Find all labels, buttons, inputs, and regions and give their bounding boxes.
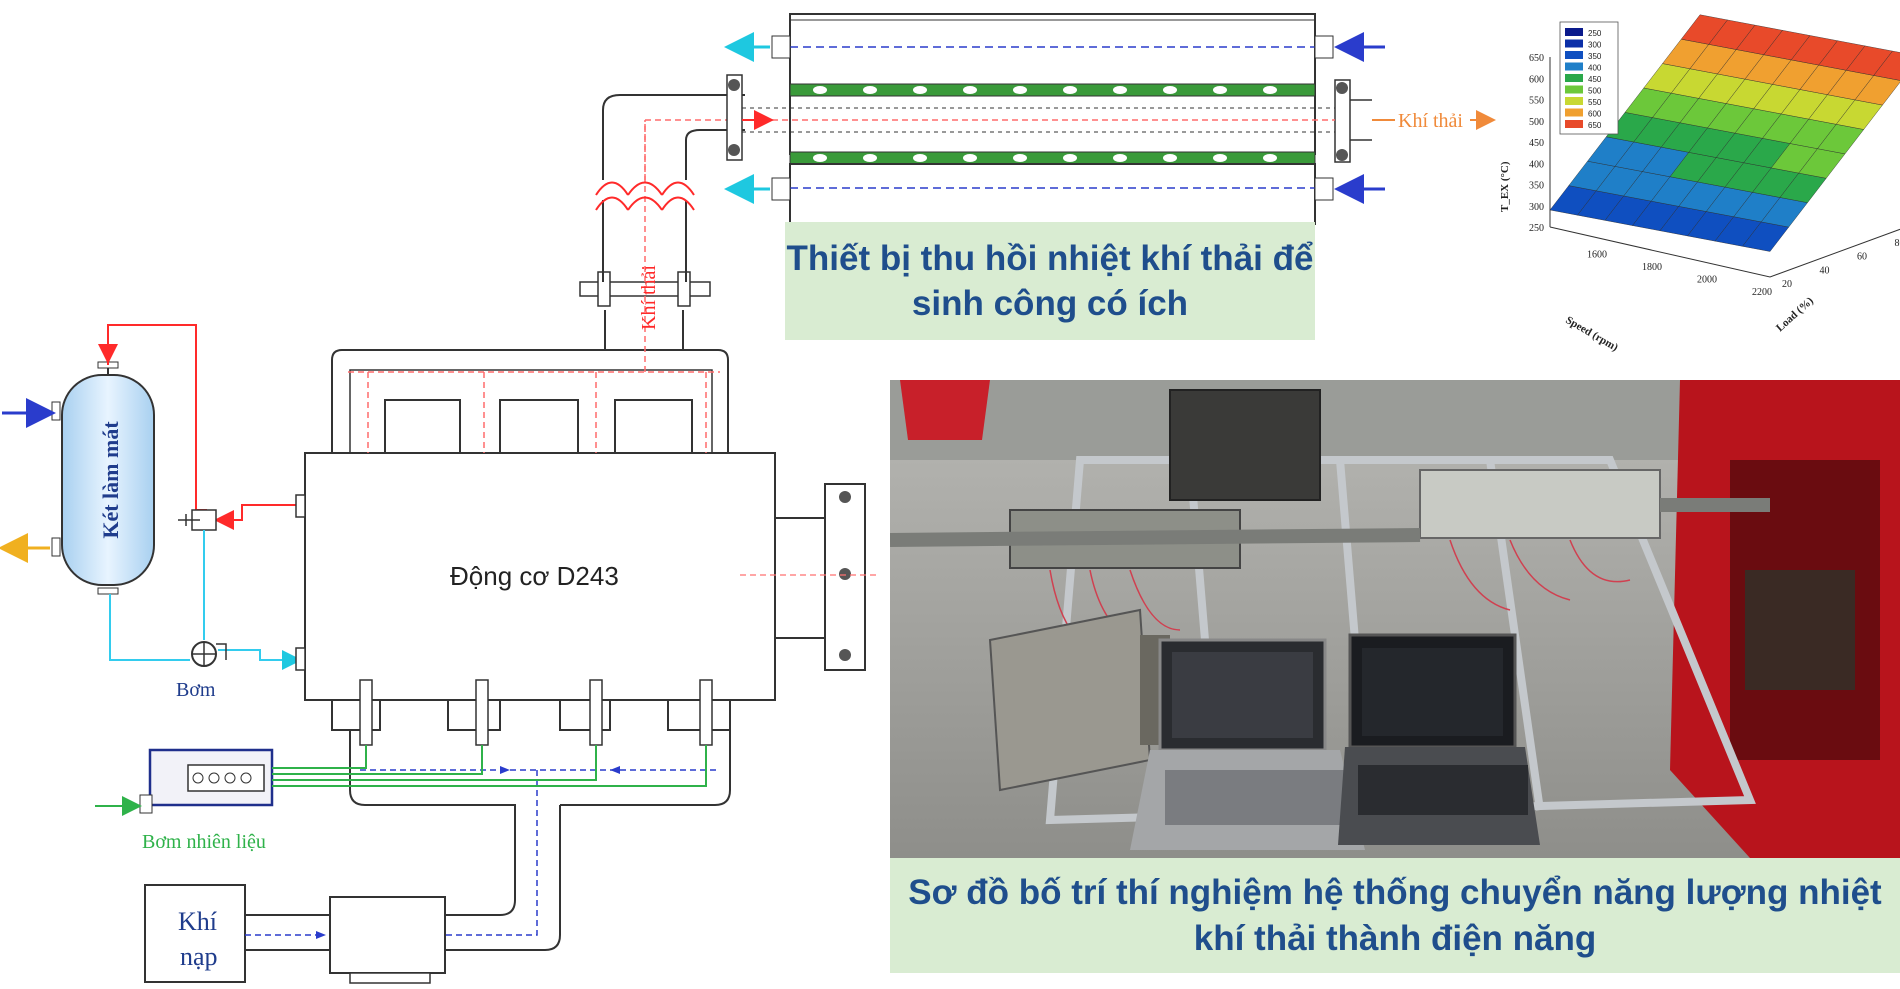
z-tick-label: 400 <box>1529 159 1544 170</box>
surface-mesh <box>1549 14 1900 278</box>
fuel-injectors <box>359 679 713 746</box>
legend-swatch <box>1565 39 1583 48</box>
heat-recovery-caption: Thiết bị thu hồi nhiệt khí thải để sinh … <box>785 222 1315 340</box>
y-axis-ticks: 20406080100 <box>1782 238 1900 290</box>
x-axis-ticks: 1600 1800 2000 2200 <box>1587 250 1772 299</box>
y-axis-label: Load (%) <box>1774 295 1816 335</box>
chart-legend: 250 300 350 400 450 500 550 600 650 <box>1559 21 1619 135</box>
legend-swatch <box>1565 28 1583 36</box>
legend-label: 650 <box>1588 121 1602 130</box>
legend-swatch <box>1565 85 1583 94</box>
exhaust-vertical-label: Khí thải <box>638 265 660 330</box>
surface-cell <box>1854 75 1900 106</box>
legend-swatch <box>1565 120 1583 128</box>
z-tick-label: 350 <box>1529 181 1544 192</box>
x-tick-label: 1600 <box>1587 250 1607 261</box>
z-tick-label: 500 <box>1529 117 1544 128</box>
x-tick-label: 2000 <box>1697 275 1717 286</box>
z-axis-ticks: 250 300 350 400 450 500 550 600 650 <box>1529 53 1544 234</box>
legend-label: 350 <box>1588 52 1602 61</box>
legend-label: 550 <box>1588 98 1602 107</box>
legend-label: 300 <box>1588 41 1602 50</box>
fuel-pump-label: Bơm nhiên liệu <box>142 831 266 853</box>
fuel-pump <box>139 748 274 814</box>
legend-swatch <box>1565 51 1583 59</box>
x-tick-label: 2200 <box>1752 287 1772 298</box>
experiment-caption: Sơ đồ bố trí thí nghiệm hệ thống chuyển … <box>890 858 1900 973</box>
z-tick-label: 450 <box>1529 138 1544 149</box>
intake-label-line2: nạp <box>180 942 218 971</box>
legend-label: 450 <box>1588 75 1602 84</box>
axis-line <box>1549 226 1900 278</box>
z-tick-label: 650 <box>1529 53 1544 64</box>
experiment-photo <box>890 380 1900 858</box>
legend-label: 400 <box>1588 64 1602 73</box>
legend-swatch <box>1565 108 1583 117</box>
legend-label: 600 <box>1588 110 1602 119</box>
coolant-cold-line <box>109 594 190 661</box>
radiator-label: Két làm mát <box>98 421 123 539</box>
intake-manifold <box>331 700 731 951</box>
z-tick-label: 600 <box>1529 74 1544 85</box>
radiator: Két làm mát <box>51 361 155 595</box>
y-tick-label: 20 <box>1782 279 1792 290</box>
pump-label: Bơm <box>176 679 216 701</box>
z-tick-label: 250 <box>1529 223 1544 234</box>
experiment-caption-text: Sơ đồ bố trí thí nghiệm hệ thống chuyển … <box>908 873 1882 958</box>
x-axis-label: Speed (rpm) <box>1564 314 1621 354</box>
y-tick-label: 80 <box>1895 238 1900 249</box>
engine <box>295 452 880 701</box>
x-tick-label: 1800 <box>1642 262 1662 273</box>
heat-recovery-caption-text: Thiết bị thu hồi nhiệt khí thải để sinh … <box>786 238 1314 324</box>
legend-swatch <box>1565 62 1583 71</box>
intake-label-line1: Khí <box>178 907 217 936</box>
z-tick-label: 300 <box>1529 202 1544 213</box>
y-tick-label: 40 <box>1820 265 1830 276</box>
z-tick-label: 550 <box>1529 96 1544 107</box>
exhaust-manifold <box>331 94 745 453</box>
engine-label: Động cơ D243 <box>450 561 619 591</box>
exhaust-out-label: Khí thải <box>1398 110 1463 132</box>
legend-swatch <box>1565 97 1583 105</box>
y-tick-label: 60 <box>1857 252 1867 263</box>
surface-cell <box>1873 50 1900 81</box>
intake-filter <box>144 884 446 984</box>
legend-label: 250 <box>1588 29 1602 38</box>
legend-swatch <box>1565 74 1583 82</box>
z-axis-label: T_EX (°C) <box>1499 161 1511 212</box>
coolant-pump <box>191 641 227 667</box>
temperature-surface-plot: 250 300 350 400 450 500 550 600 650 250 300 350 400… <box>1490 12 1900 362</box>
fuel-lines <box>272 745 707 787</box>
thermostat <box>178 509 217 531</box>
heat-exchanger <box>726 13 1372 225</box>
legend-label: 500 <box>1588 87 1602 96</box>
